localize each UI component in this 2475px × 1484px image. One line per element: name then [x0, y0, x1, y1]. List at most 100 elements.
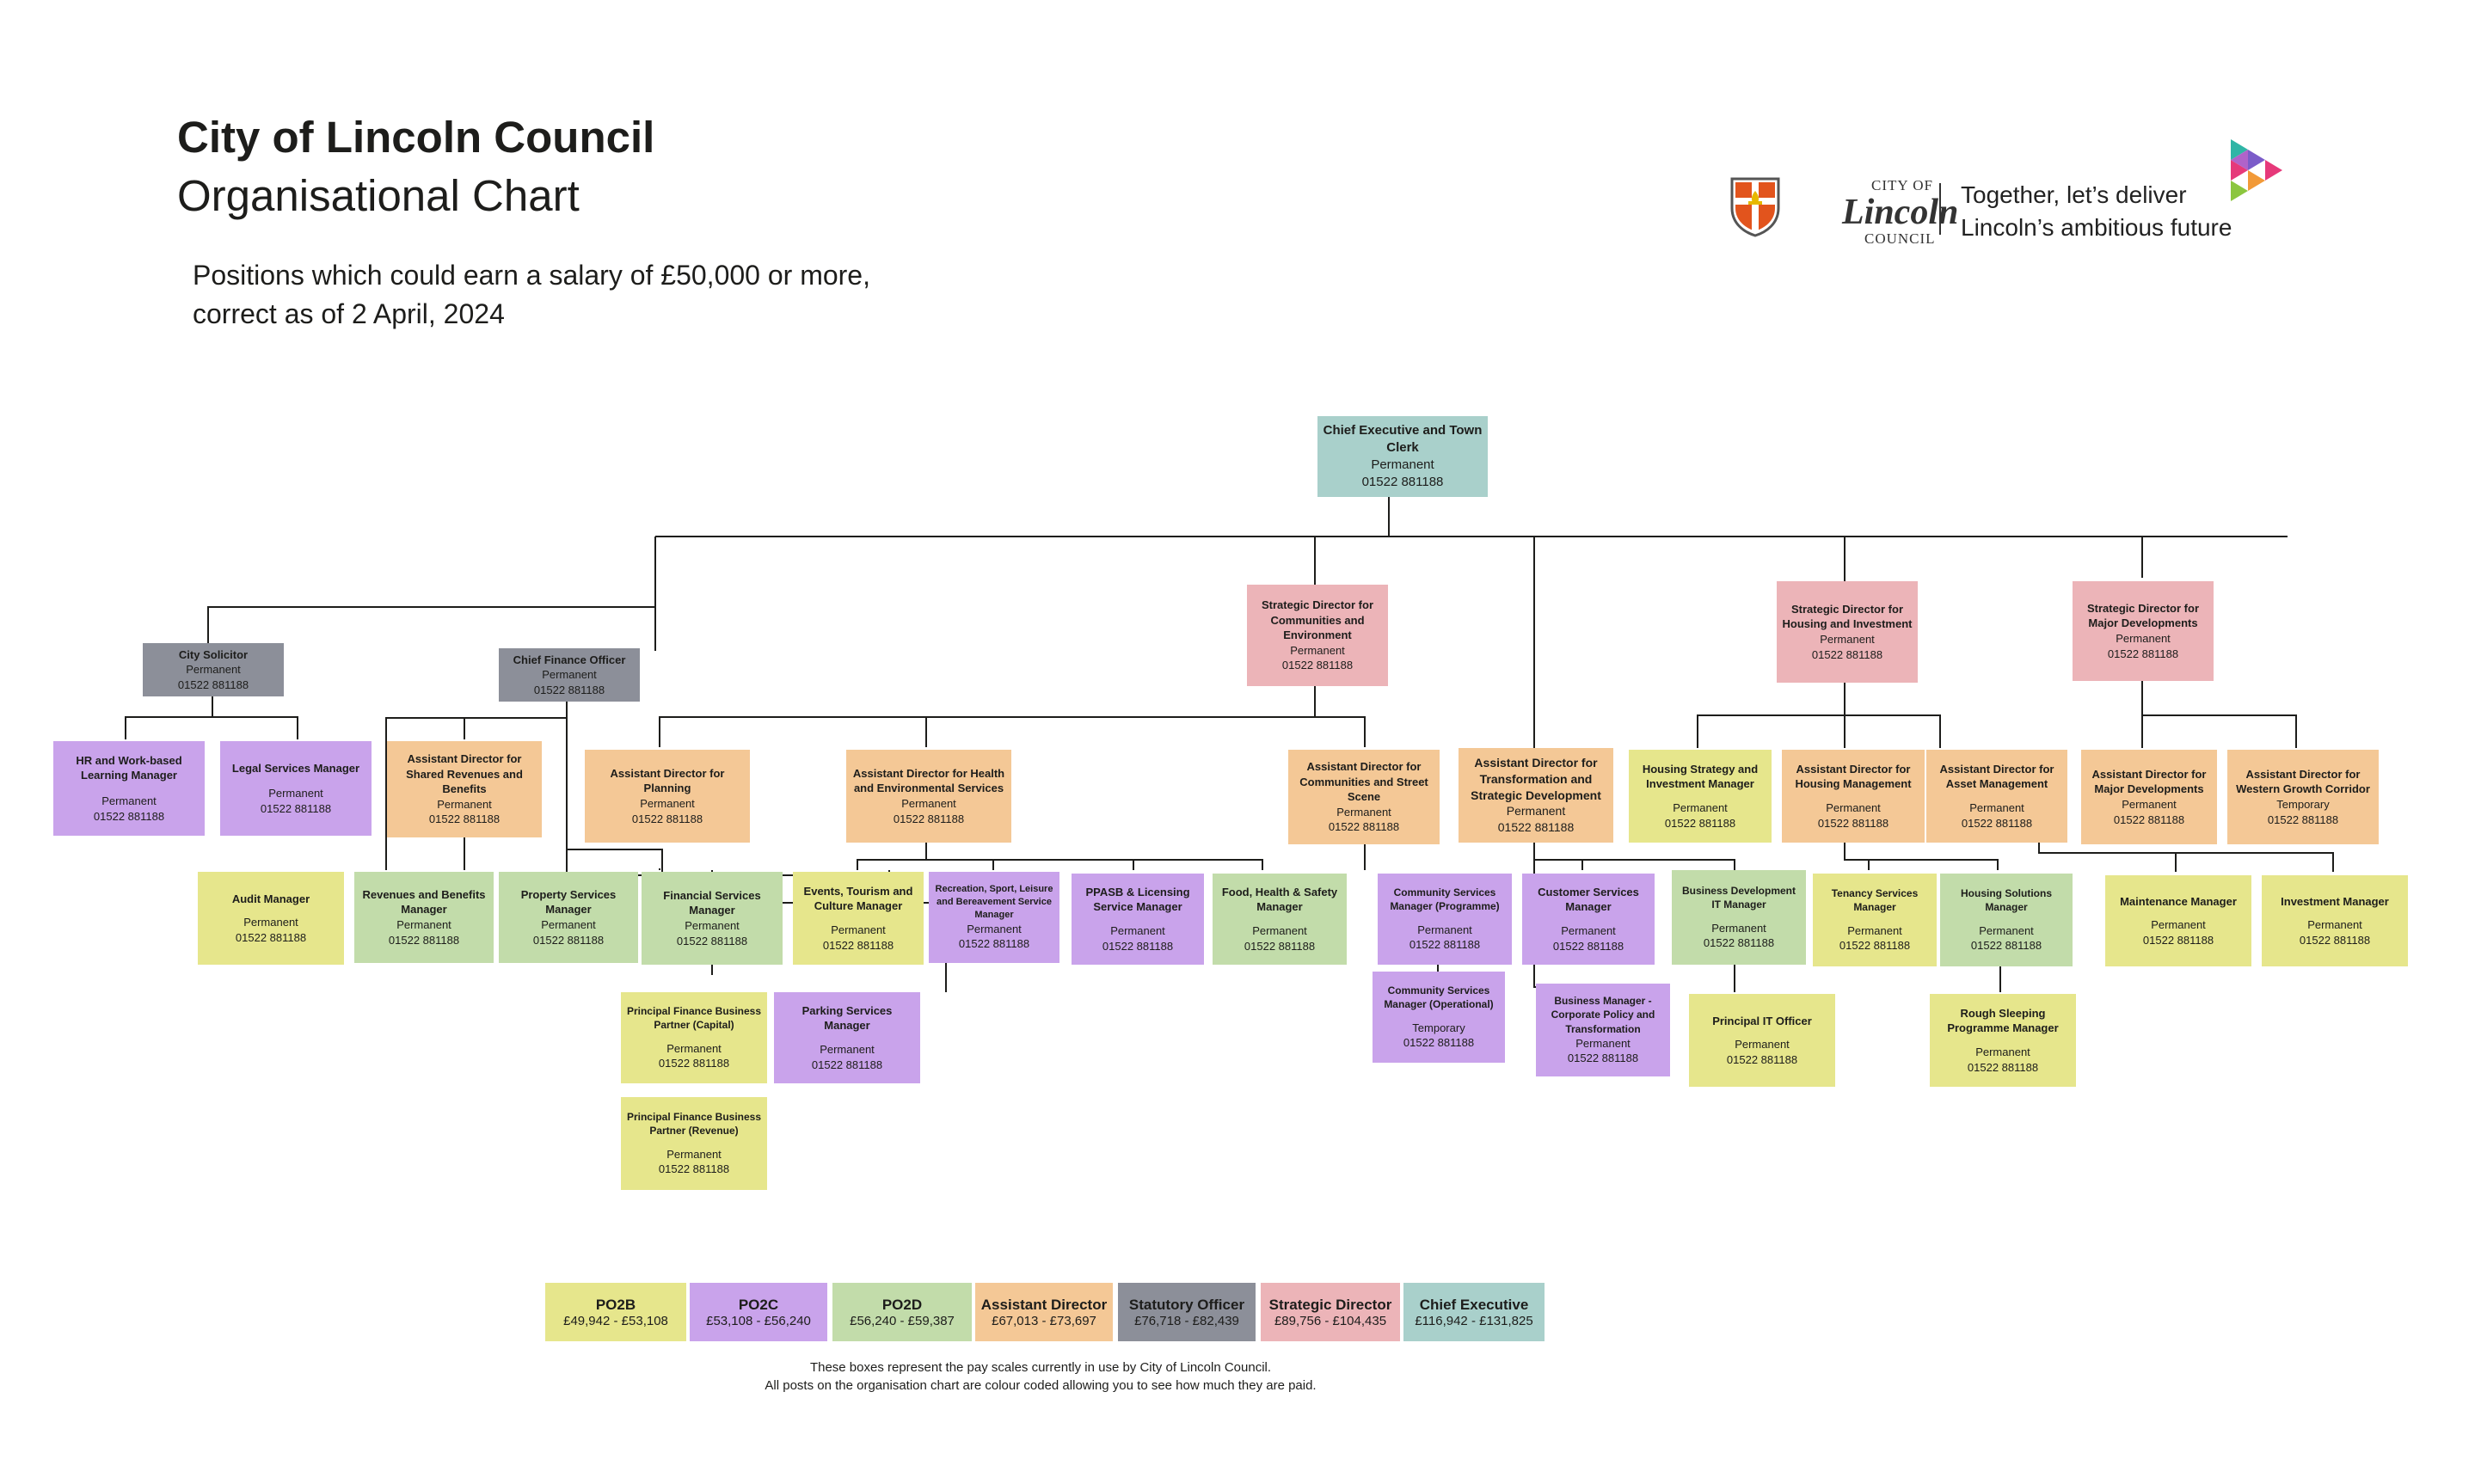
position-phone: 01522 881188 — [958, 937, 1030, 951]
position-title: Maintenance Manager — [2120, 894, 2237, 908]
position-title: Chief Finance Officer — [513, 653, 626, 666]
position-phone: 01522 881188 — [2299, 933, 2371, 947]
legend-label: PO2B — [595, 1296, 636, 1313]
position-food-safety-manager: Food, Health & Safety Manager Permanent … — [1213, 874, 1347, 965]
position-phone: 01522 881188 — [388, 933, 460, 947]
position-financial-manager: Financial Services Manager Permanent 015… — [642, 872, 783, 965]
position-phone: 01522 881188 — [93, 809, 165, 823]
position-status: Permanent — [186, 663, 241, 677]
logo-lincoln: Lincoln — [1842, 193, 1959, 232]
position-status: Permanent — [541, 918, 596, 931]
position-status: Permanent — [437, 797, 492, 811]
legend-label: Chief Executive — [1419, 1296, 1529, 1313]
intro-text: Positions which could earn a salary of £… — [193, 256, 1053, 334]
legend-po2c: PO2C £53,108 - £56,240 — [690, 1283, 827, 1341]
position-status: Permanent — [1969, 801, 2024, 814]
position-sd-major: Strategic Director for Major Development… — [2073, 581, 2214, 681]
position-phone: 01522 881188 — [1817, 816, 1889, 830]
position-title: Principal IT Officer — [1712, 1014, 1812, 1027]
position-events-manager: Events, Tourism and Culture Manager Perm… — [793, 872, 924, 965]
position-title: Revenues and Benefits Manager — [362, 887, 486, 917]
legend-label: PO2C — [738, 1296, 779, 1313]
logo-city-of: CITY OF — [1871, 177, 1934, 193]
position-status: Permanent — [685, 919, 740, 932]
legend-range: £89,756 - £104,435 — [1274, 1313, 1387, 1328]
position-status: Temporary — [2276, 798, 2330, 811]
position-title: Rough Sleeping Programme Manager — [1947, 1006, 2059, 1035]
position-revenues-manager: Revenues and Benefits Manager Permanent … — [354, 872, 494, 963]
position-status: Permanent — [1336, 805, 1391, 819]
position-phone: 01522 881188 — [822, 938, 894, 952]
position-status: Permanent — [2122, 798, 2177, 811]
position-bd-it-manager: Business Development IT Manager Permanen… — [1672, 870, 1806, 965]
position-status: Permanent — [1417, 923, 1472, 936]
position-phone: 01522 881188 — [2113, 813, 2185, 826]
position-pfbp-capital: Principal Finance Business Partner (Capi… — [621, 992, 767, 1083]
position-title: Principal Finance Business Partner (Reve… — [626, 1111, 762, 1138]
legend-range: £49,942 - £53,108 — [563, 1313, 668, 1328]
position-sd-housing: Strategic Director for Housing and Inves… — [1777, 581, 1918, 683]
position-phone: 01522 881188 — [177, 678, 249, 691]
position-ad-housing-management: Assistant Director for Housing Managemen… — [1782, 750, 1925, 843]
position-ad-western-growth: Assistant Director for Western Growth Co… — [2227, 750, 2379, 844]
legend-label: Statutory Officer — [1128, 1296, 1245, 1313]
legend-po2d: PO2D £56,240 - £59,387 — [832, 1283, 972, 1341]
position-status: Permanent — [1673, 801, 1728, 814]
position-phone: 01522 881188 — [1726, 1052, 1798, 1066]
position-phone: 01522 881188 — [811, 1058, 883, 1071]
tagline-line-2: Lincoln’s ambitious future — [1961, 213, 2232, 241]
position-status: Permanent — [1847, 923, 1902, 937]
position-status: Permanent — [268, 787, 323, 800]
position-title: Assistant Director for Transformation an… — [1471, 755, 1601, 802]
position-phone: 01522 881188 — [1102, 939, 1174, 953]
logo-council: COUNCIL — [1864, 230, 1936, 247]
intro-line-2: correct as of 2 April, 2024 — [193, 297, 505, 329]
position-customer-services: Customer Services Manager Permanent 0152… — [1522, 874, 1655, 965]
position-title: City Solicitor — [178, 647, 249, 661]
position-phone: 01522 881188 — [631, 812, 703, 825]
position-parking-manager: Parking Services Manager Permanent 01522… — [774, 992, 920, 1083]
position-phone: 01522 881188 — [1281, 659, 1354, 672]
position-title: Chief Executive and Town Clerk — [1323, 422, 1483, 455]
position-title: Assistant Director for Housing Managemen… — [1795, 762, 1912, 791]
position-status: Permanent — [1290, 643, 1345, 657]
position-phone: 01522 881188 — [1567, 1052, 1639, 1065]
council-logo: CITY OF Lincoln COUNCIL Together, let’s … — [1729, 136, 2296, 248]
position-phone: 01522 881188 — [532, 933, 605, 947]
position-title: Audit Manager — [231, 892, 310, 905]
footnote-line-2: All posts on the organisation chart are … — [765, 1378, 1317, 1393]
position-status: Permanent — [2307, 918, 2362, 932]
position-pfbp-revenue: Principal Finance Business Partner (Reve… — [621, 1097, 767, 1190]
position-city-solicitor: City Solicitor Permanent 01522 881188 — [143, 643, 284, 696]
position-housing-solutions: Housing Solutions Manager Permanent 0152… — [1940, 874, 2073, 966]
position-title: Investment Manager — [2281, 894, 2389, 908]
position-title: Assistant Director for Health and Enviro… — [852, 766, 1005, 795]
position-status: Permanent — [1506, 804, 1566, 819]
position-principal-it-officer: Principal IT Officer Permanent 01522 881… — [1689, 994, 1835, 1087]
position-title: Principal Finance Business Partner (Capi… — [626, 1005, 762, 1032]
position-maintenance-manager: Maintenance Manager Permanent 01522 8811… — [2105, 875, 2251, 966]
position-status: Permanent — [901, 797, 956, 810]
position-title: Events, Tourism and Culture Manager — [803, 884, 913, 913]
position-phone: 01522 881188 — [2267, 813, 2339, 826]
position-status: Permanent — [1820, 633, 1875, 646]
position-title: Community Services Manager (Operational) — [1384, 984, 1494, 1011]
position-ad-asset-management: Assistant Director for Asset Management … — [1926, 750, 2067, 843]
position-title: Recreation, Sport, Leisure and Bereaveme… — [935, 884, 1053, 920]
position-title: Legal Services Manager — [231, 761, 360, 775]
position-status: Permanent — [1711, 921, 1766, 935]
logo-tagline: Together, let’s deliver Lincoln’s ambiti… — [1961, 179, 2232, 244]
position-phone: 01522 881188 — [1361, 475, 1444, 490]
position-title: Strategic Director for Major Development… — [2086, 601, 2200, 630]
position-status: Temporary — [1412, 1021, 1465, 1034]
position-title: Business Manager - Corporate Policy and … — [1551, 995, 1655, 1035]
position-title: Community Services Manager (Programme) — [1390, 886, 1500, 913]
position-status: Permanent — [666, 1147, 722, 1161]
position-title: Housing Solutions Manager — [1961, 887, 2052, 914]
position-sd-communities: Strategic Director for Communities and E… — [1247, 585, 1388, 686]
position-rough-sleeping-manager: Rough Sleeping Programme Manager Permane… — [1930, 994, 2076, 1087]
position-title: Strategic Director for Housing and Inves… — [1782, 602, 1913, 631]
position-status: Permanent — [2151, 918, 2206, 932]
position-phone: 01522 881188 — [1664, 816, 1736, 830]
legend-range: £56,240 - £59,387 — [850, 1313, 955, 1328]
